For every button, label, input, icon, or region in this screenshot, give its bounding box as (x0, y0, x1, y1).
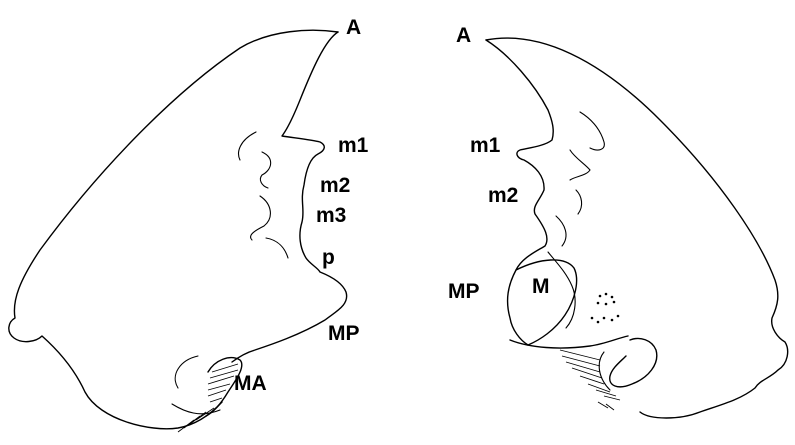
left-label-premolar: p (322, 246, 335, 269)
left-inner-curve-2 (259, 151, 272, 189)
left-label-m3: m3 (316, 204, 346, 227)
left-articulation-arc (174, 355, 199, 389)
left-label-molar-plate: MP (328, 322, 360, 345)
left-incisor-edge (231, 31, 348, 363)
right-label-m2: m2 (488, 184, 518, 207)
right-mandible-outline (485, 37, 789, 419)
left-label-m2: m2 (320, 174, 350, 197)
left-mandible-outline (8, 29, 339, 430)
left-inner-curve-3 (249, 195, 271, 241)
right-inner-curve-1 (579, 111, 605, 151)
right-label-m1: m1 (470, 134, 501, 157)
right-incisor-edge (485, 39, 554, 346)
right-articulation-condyle (609, 337, 658, 388)
left-inner-curve-1 (238, 131, 257, 161)
right-inner-curve-2 (569, 149, 591, 181)
right-label-molar-plate: MP (448, 280, 480, 303)
left-articulation-hatching (177, 363, 239, 433)
right-inner-curve-4 (555, 215, 567, 247)
right-label-mola: M (532, 275, 550, 298)
left-articulation-lower (171, 403, 221, 415)
right-articulation-inner (598, 351, 611, 391)
right-pore-dots (590, 292, 620, 324)
left-inner-curve-4 (265, 237, 289, 259)
right-articulation-hatching (559, 349, 621, 411)
left-label-m1: m1 (338, 134, 369, 157)
left-label-apex: A (346, 16, 361, 39)
right-mola (547, 251, 576, 329)
right-lower-edge (509, 335, 629, 349)
right-label-apex: A (456, 24, 471, 47)
left-label-articulation: MA (234, 372, 267, 395)
right-mandible: A m1 m2 MP M (448, 24, 789, 419)
left-articulation-condyle (205, 356, 243, 417)
left-mandible: A m1 m2 m3 p MP MA (8, 16, 369, 433)
right-molar-plate (515, 259, 578, 346)
right-inner-curve-3 (575, 189, 583, 215)
